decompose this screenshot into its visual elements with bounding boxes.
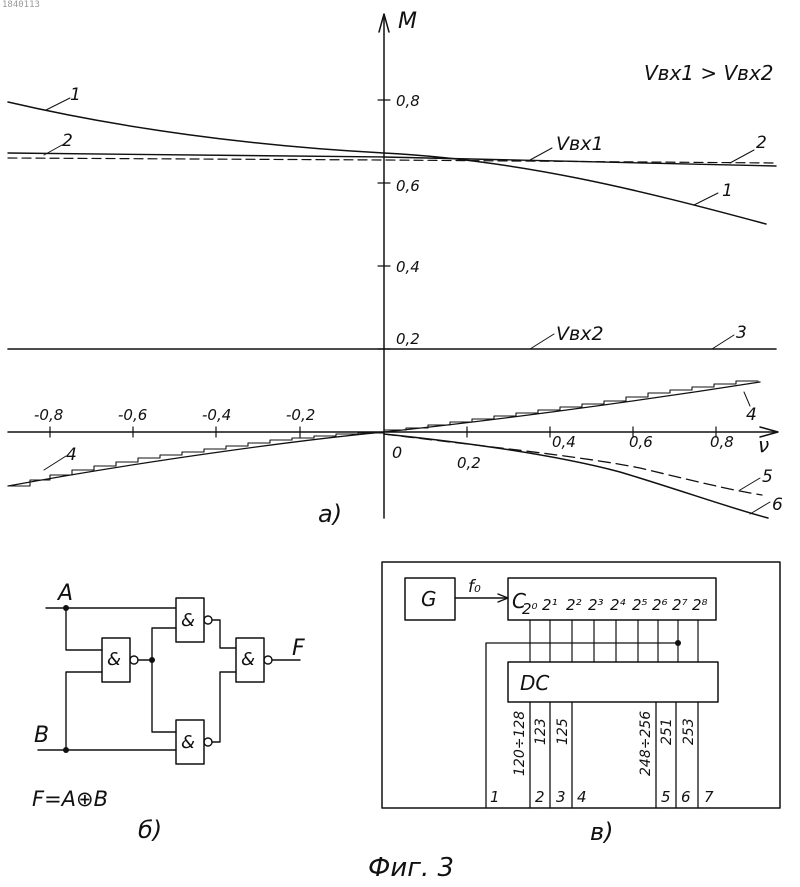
decoder-output-value: 123	[533, 718, 549, 745]
curve-label: 4	[746, 405, 757, 425]
output-number: 4	[577, 788, 587, 806]
counter-bit: 2³	[588, 596, 604, 614]
y-axis-label: M	[398, 9, 417, 34]
clock-label: f₀	[468, 577, 481, 597]
x-tick-label: 0,4	[552, 433, 576, 451]
panel-c-block: G f₀ C 2⁰ 2¹ 2² 2³ 2⁴ 2⁵ 2⁶ 2⁷ 2⁸ DC	[382, 562, 780, 846]
condition-note: Vвх1 > Vвх2	[644, 61, 774, 85]
panel-b-circuit: A B F & & & & F=A⊕B б)	[32, 581, 305, 844]
y-tick-label: 0,6	[396, 177, 420, 195]
x-axis-label: ν	[758, 433, 769, 457]
origin-label: 0	[392, 443, 402, 462]
decoder-label: DC	[520, 671, 549, 695]
output-number: 2	[535, 788, 545, 806]
decoder-output-value: 251	[659, 718, 675, 745]
output-number: 7	[704, 788, 714, 806]
decoder-output-value: 248÷256	[638, 711, 654, 776]
panel-a-label: а)	[318, 500, 342, 528]
x-tick-label: -0,4	[202, 406, 231, 424]
panel-c-label: в)	[590, 818, 614, 846]
decoder-output-value: 125	[555, 718, 571, 745]
curve-label: 3	[736, 323, 747, 343]
figure-caption: Фиг. 3	[368, 853, 454, 883]
y-tick-label: 0,4	[396, 258, 420, 276]
output-number: 5	[661, 788, 671, 806]
y-tick-label: 0,8	[396, 92, 420, 110]
counter-bit: 2⁷	[672, 596, 688, 614]
curve-2-dashed	[8, 158, 776, 163]
xor-formula: F=A⊕B	[32, 787, 108, 811]
nand-gate-symbol: &	[107, 649, 121, 670]
input-a-label: A	[56, 581, 73, 606]
counter-bit: 2⁴	[610, 596, 626, 614]
y-tick-label: 0,2	[396, 330, 420, 348]
curve-label: 1	[722, 181, 733, 201]
curve-label: 2	[756, 133, 767, 153]
junction-dot	[675, 640, 681, 646]
counter-bit: 2⁸	[692, 596, 708, 614]
decoder-output-value: 253	[681, 718, 697, 745]
counter-bit: 2¹	[542, 596, 558, 614]
vbx1-label: Vвх1	[556, 133, 604, 155]
output-number: 6	[681, 788, 691, 806]
x-tick-label: -0,8	[34, 406, 63, 424]
counter-bit: 2⁰	[522, 600, 538, 618]
generator-label: G	[421, 587, 437, 611]
panel-a-graph: M ν Vвх1 > Vвх2 0,8 0,6 0,4 0,2 -0,8 -0,…	[8, 9, 783, 528]
x-tick-label: 0,6	[629, 433, 653, 451]
counter-bit: 2⁵	[632, 596, 648, 614]
curve-label: 1	[70, 85, 81, 105]
curve-label: 4	[66, 445, 77, 465]
counter-bit: 2⁶	[652, 596, 668, 614]
panel-b-label: б)	[138, 816, 162, 844]
output-number: 3	[556, 788, 566, 806]
curve-label: 2	[62, 131, 73, 151]
output-f-label: F	[292, 636, 305, 661]
counter-bit: 2²	[566, 596, 582, 614]
curve-label: 5	[762, 467, 773, 487]
decoder-output-value: 120÷128	[512, 711, 528, 776]
x-tick-label: -0,2	[286, 406, 315, 424]
x-tick-label: -0,6	[118, 406, 147, 424]
nand-gate-symbol: &	[181, 732, 195, 753]
vbx2-label: Vвх2	[556, 323, 604, 345]
output-number: 1	[490, 788, 500, 806]
nand-gate-symbol: &	[241, 649, 255, 670]
nand-gate-symbol: &	[181, 610, 195, 631]
x-tick-label: 0,8	[710, 433, 734, 451]
x-tick-label: 0,2	[457, 454, 481, 472]
input-b-label: B	[34, 723, 49, 748]
curve-label: 6	[772, 495, 783, 515]
